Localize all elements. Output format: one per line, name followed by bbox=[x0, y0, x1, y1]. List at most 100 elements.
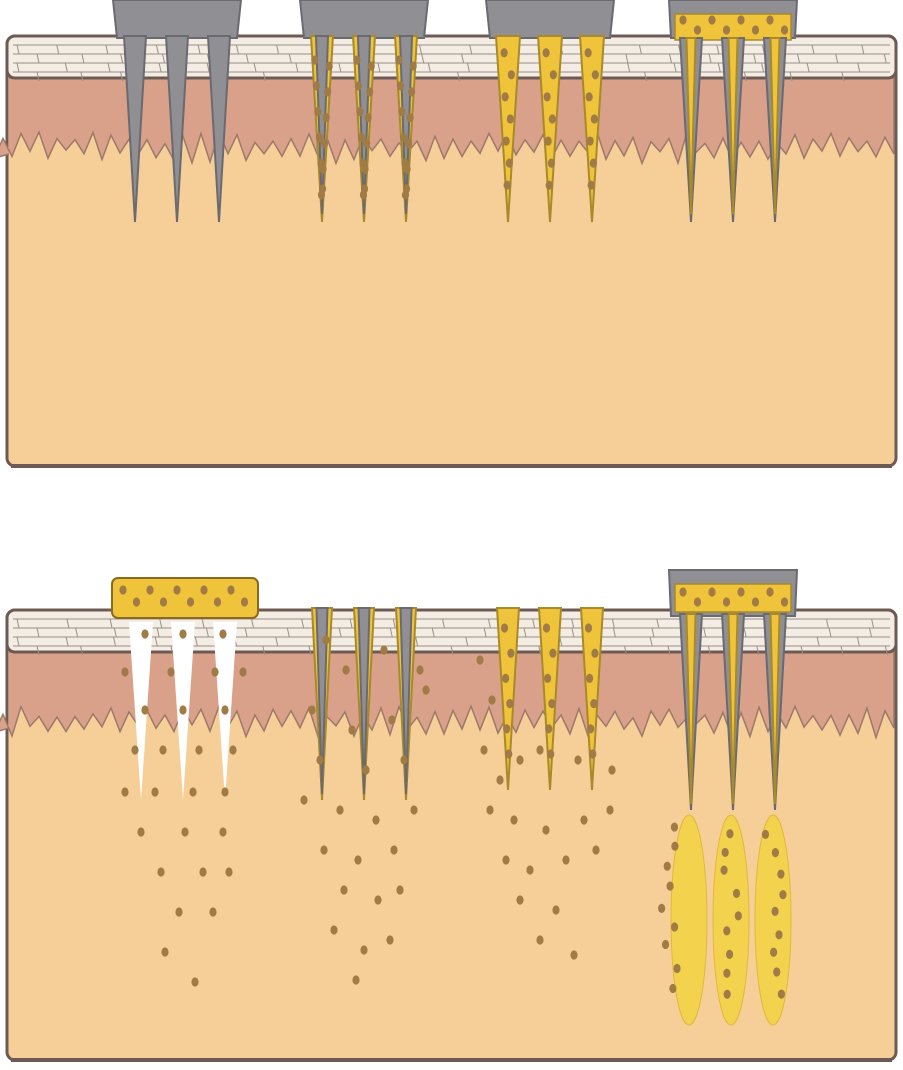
reservoir-particle bbox=[693, 25, 702, 35]
released-particle bbox=[354, 855, 362, 865]
diffusing-particle bbox=[121, 667, 129, 677]
stratum-brick bbox=[338, 627, 342, 638]
depot-particle bbox=[666, 881, 674, 891]
hollow-needle-lumen bbox=[727, 613, 739, 805]
stratum-brick bbox=[275, 636, 279, 647]
stratum-brick bbox=[244, 627, 248, 638]
depot-particle bbox=[773, 967, 781, 977]
coated-needle-core bbox=[356, 35, 372, 215]
stratum-brick bbox=[377, 62, 381, 73]
hollow-reservoir bbox=[674, 13, 792, 41]
patch-particle bbox=[146, 585, 154, 595]
stratum-brick bbox=[276, 44, 280, 55]
stratum-brick bbox=[286, 627, 290, 638]
reservoir-particle bbox=[708, 15, 716, 25]
matrix-particle bbox=[589, 158, 597, 168]
reservoir-particle bbox=[722, 25, 731, 35]
stratum-brick bbox=[669, 53, 673, 64]
hollow-reservoir bbox=[674, 583, 792, 613]
stratum-brick bbox=[415, 636, 419, 647]
matrix-particle bbox=[549, 648, 557, 658]
stratum-brick bbox=[571, 618, 575, 629]
released-particle bbox=[488, 695, 496, 705]
released-particle bbox=[516, 755, 524, 765]
stratum-brick bbox=[753, 53, 757, 64]
diffusing-particle bbox=[157, 867, 165, 877]
released-particle bbox=[502, 855, 510, 865]
stratum-brick bbox=[806, 62, 810, 73]
released-particle bbox=[360, 945, 368, 955]
coating-particle bbox=[404, 138, 413, 148]
matrix-particle bbox=[549, 70, 557, 80]
released-particle bbox=[562, 855, 570, 865]
reservoir-particle bbox=[679, 15, 687, 25]
stratum-brick bbox=[81, 53, 85, 64]
coating-particle bbox=[322, 113, 330, 123]
released-particle bbox=[574, 755, 582, 765]
released-particle bbox=[570, 950, 578, 960]
stratum-brick bbox=[840, 645, 844, 656]
stratum-brick bbox=[797, 53, 801, 64]
solid-pore bbox=[129, 622, 153, 800]
diffusing-particle bbox=[225, 867, 233, 877]
released-particle bbox=[348, 725, 356, 735]
stratum-brick bbox=[756, 645, 760, 656]
coating-particle bbox=[354, 81, 362, 91]
released-particle bbox=[340, 885, 348, 895]
stratum-brick bbox=[120, 71, 124, 82]
stratum-brick bbox=[825, 618, 829, 629]
coating-particle bbox=[408, 87, 416, 97]
matrix-particle bbox=[502, 673, 510, 684]
stratum-brick bbox=[708, 53, 712, 64]
stratum-brick bbox=[66, 618, 70, 629]
released-particle bbox=[320, 845, 328, 855]
patch-particle bbox=[240, 597, 249, 607]
stratum-brick bbox=[649, 636, 653, 647]
stratum-brick bbox=[571, 627, 575, 638]
released-particle bbox=[388, 715, 396, 725]
stratum-brick bbox=[245, 53, 249, 64]
stratum-brick bbox=[194, 636, 198, 647]
matrix-particle bbox=[547, 158, 555, 168]
diffusing-particle bbox=[141, 705, 149, 715]
matrix-particle bbox=[502, 136, 510, 146]
stratum-brick bbox=[828, 627, 832, 638]
coating-particle bbox=[403, 164, 411, 174]
dissolving-needle bbox=[536, 35, 564, 223]
released-particle bbox=[386, 935, 394, 945]
depot-particle bbox=[725, 949, 734, 959]
released-particle bbox=[536, 745, 544, 755]
stratum-brick bbox=[465, 636, 469, 647]
diffusing-particle bbox=[161, 947, 169, 957]
coating-particle bbox=[356, 107, 364, 117]
coating-particle bbox=[367, 61, 375, 71]
depot-particle bbox=[670, 822, 679, 832]
released-particle bbox=[580, 815, 588, 825]
released-particle bbox=[410, 805, 418, 815]
hollow-needle-lumen bbox=[727, 37, 739, 215]
diffusing-particle bbox=[221, 705, 229, 715]
stratum-brick bbox=[743, 71, 747, 82]
depot-particle bbox=[670, 922, 679, 932]
stratum-brick bbox=[349, 618, 353, 629]
coating-particle bbox=[320, 138, 329, 148]
stratum-brick bbox=[205, 627, 209, 638]
released-particle bbox=[316, 755, 324, 765]
dissolving-patch-base bbox=[484, 0, 616, 39]
stratum-brick bbox=[64, 62, 68, 73]
stratum-brick bbox=[170, 645, 174, 656]
diffusing-particle bbox=[189, 787, 197, 797]
stratum-brick bbox=[197, 44, 201, 55]
diffusing-particle bbox=[167, 667, 175, 677]
stratum-brick bbox=[461, 53, 465, 64]
released-particle bbox=[486, 805, 494, 815]
released-particle bbox=[330, 925, 338, 935]
stratum-brick bbox=[235, 44, 239, 55]
diffusing-particle bbox=[137, 827, 145, 837]
released-particle bbox=[352, 975, 360, 985]
released-particle bbox=[496, 775, 504, 785]
matrix-particle bbox=[548, 114, 556, 124]
diffusing-particle bbox=[121, 787, 129, 797]
released-particle bbox=[536, 935, 544, 945]
